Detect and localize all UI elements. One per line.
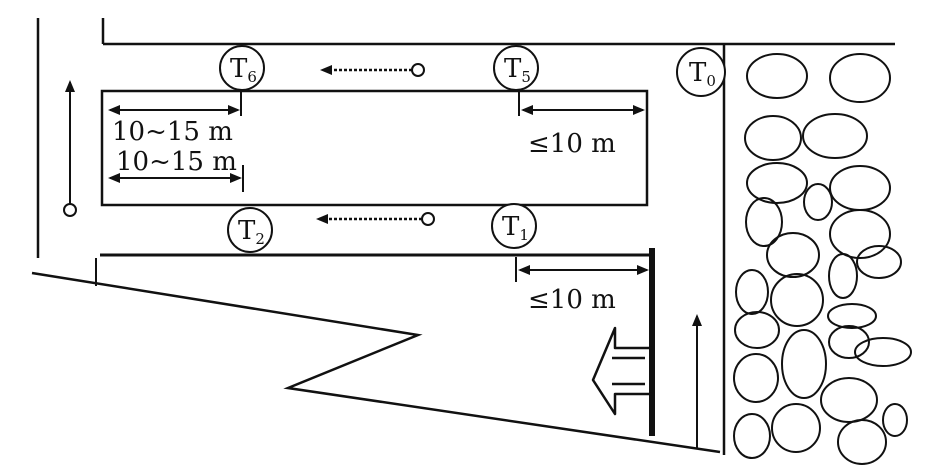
dim-label-upper-left-1: 10~15 m — [112, 117, 233, 147]
dim-label-lower-right: ≤10 m — [528, 285, 616, 315]
station-t6-circle — [219, 45, 265, 91]
dim-label-upper-right: ≤10 m — [528, 129, 616, 159]
station-t1-label: T1 — [502, 212, 529, 244]
rubble-pile — [733, 53, 912, 465]
dim-label-upper-left-2: 10~15 m — [116, 147, 237, 177]
lower-flow-circle — [421, 212, 435, 226]
ground-outline — [31, 271, 721, 454]
station-t1-circle — [491, 203, 537, 249]
station-t0-label: T0 — [689, 58, 716, 90]
fan-hollow-arrow-icon — [591, 326, 652, 416]
station-t6-label: T6 — [230, 54, 257, 86]
left-arrow-origin-circle — [63, 203, 77, 217]
station-t0-circle — [676, 47, 726, 97]
station-t2-label: T2 — [238, 216, 265, 248]
central-pillar — [100, 89, 649, 207]
station-t5-circle — [493, 45, 539, 91]
upper-flow-circle — [411, 63, 425, 77]
station-t2-circle — [227, 207, 273, 253]
station-t5-label: T5 — [504, 54, 531, 86]
